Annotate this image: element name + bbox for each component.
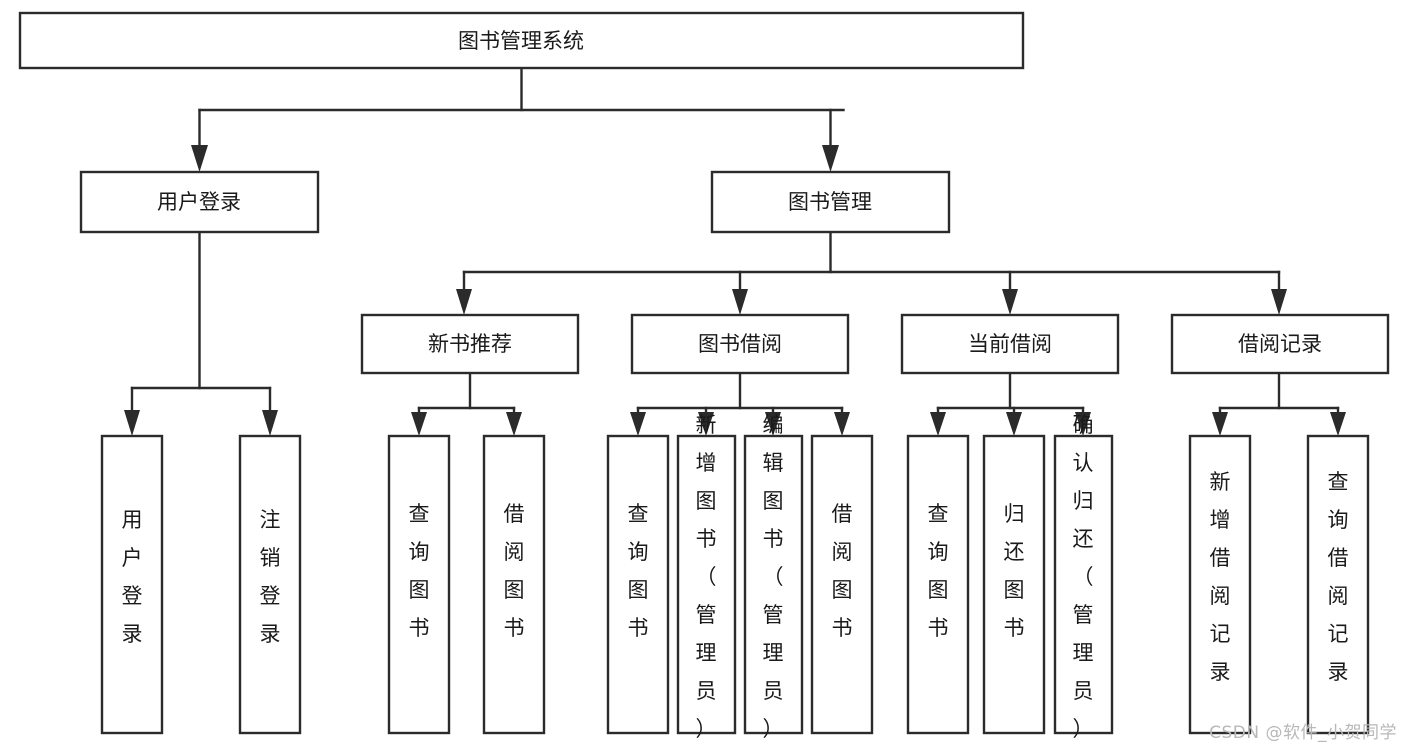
leaf-query-record-box[interactable] [1306, 434, 1370, 735]
root-label: 图书管理系统 [458, 29, 584, 53]
connector-group-new-book-recommend [411, 371, 522, 436]
node-root[interactable]: 图书管理系统 [18, 11, 1025, 70]
current-borrow-box[interactable] [900, 313, 1120, 375]
node-book-borrow[interactable]: 图书借阅 [630, 313, 850, 375]
leaf-query-book-3-box[interactable] [906, 434, 970, 735]
current-borrow-label: 当前借阅 [968, 332, 1052, 356]
user-login-label: 用户登录 [157, 190, 241, 214]
book-manage-box[interactable] [710, 170, 951, 234]
node-leaf-query-record[interactable]: 查询借阅记录 [1306, 434, 1370, 735]
leaf-query-book-3-label: 查询图书 [928, 502, 949, 640]
leaf-borrow-book-1-label: 借阅图书 [504, 502, 525, 640]
root-box[interactable] [18, 11, 1025, 70]
node-borrow-record[interactable]: 借阅记录 [1170, 313, 1390, 375]
node-leaf-borrow-book-1[interactable]: 借阅图书 [482, 434, 546, 735]
arrowhead-leaf-query-book-1 [411, 412, 427, 436]
borrow-record-box[interactable] [1170, 313, 1390, 375]
node-current-borrow[interactable]: 当前借阅 [900, 313, 1120, 375]
arrowhead-leaf-query-book-2 [630, 412, 646, 436]
arrowhead-leaf-add-record [1212, 412, 1228, 436]
leaf-add-book-label: 新增图书（管理员） [696, 413, 717, 741]
leaf-nodes-group: 用户登录 注销登录 查询图书 借阅图书 查询图书 新增图书（管理员） [100, 413, 1370, 741]
arrowhead-borrow-record [1271, 289, 1287, 315]
node-leaf-edit-book[interactable]: 编辑图书（管理员） [743, 413, 804, 741]
connector-group-user-login [124, 230, 278, 436]
leaf-query-book-2-box[interactable] [606, 434, 670, 735]
node-user-login[interactable]: 用户登录 [79, 170, 320, 234]
arrowhead-leaf-edit-book [765, 412, 781, 436]
node-leaf-borrow-book-2[interactable]: 借阅图书 [810, 434, 874, 735]
arrowhead-leaf-query-record [1330, 412, 1346, 436]
arrowhead-leaf-user-logout [262, 410, 278, 436]
arrowhead-leaf-return-book [1006, 412, 1022, 436]
connector-group-borrow-record [1212, 371, 1346, 436]
leaf-edit-book-label: 编辑图书（管理员） [763, 413, 784, 741]
leaf-return-book-label: 归还图书 [1004, 502, 1025, 640]
leaf-borrow-book-2-label: 借阅图书 [832, 502, 853, 640]
book-borrow-box[interactable] [630, 313, 850, 375]
node-leaf-user-login[interactable]: 用户登录 [100, 434, 164, 735]
node-book-manage[interactable]: 图书管理 [710, 170, 951, 234]
leaf-confirm-return-label: 确认归还（管理员） [1073, 413, 1094, 741]
arrowhead-leaf-confirm-return [1075, 412, 1091, 436]
leaf-return-book-box[interactable] [982, 434, 1046, 735]
arrowhead-leaf-add-book [698, 412, 714, 436]
node-leaf-add-record[interactable]: 新增借阅记录 [1188, 434, 1252, 735]
node-leaf-add-book[interactable]: 新增图书（管理员） [676, 413, 737, 741]
node-leaf-confirm-return[interactable]: 确认归还（管理员） [1053, 413, 1114, 741]
arrowhead-book-manage [822, 145, 839, 172]
connector-group-book-borrow [630, 371, 850, 436]
node-leaf-user-logout[interactable]: 注销登录 [238, 434, 302, 735]
node-new-book-recommend[interactable]: 新书推荐 [360, 313, 580, 375]
leaf-add-record-label: 新增借阅记录 [1210, 470, 1231, 684]
connector-group-book-manage [456, 230, 1287, 315]
leaf-user-login-label: 用户登录 [122, 508, 143, 646]
arrowhead-new-book-recommend [456, 289, 472, 315]
book-borrow-label: 图书借阅 [698, 332, 782, 356]
arrowhead-user-login [191, 145, 208, 172]
leaf-add-record-box[interactable] [1188, 434, 1252, 735]
leaf-user-logout-box[interactable] [238, 434, 302, 735]
node-leaf-query-book-1[interactable]: 查询图书 [387, 434, 451, 735]
connector-group-root [191, 66, 845, 172]
user-login-box[interactable] [79, 170, 320, 234]
leaf-borrow-book-2-box[interactable] [810, 434, 874, 735]
arrowhead-book-borrow [732, 289, 748, 315]
leaf-query-book-1-box[interactable] [387, 434, 451, 735]
leaf-query-book-1-label: 查询图书 [409, 502, 430, 640]
leaf-edit-book-box[interactable] [743, 434, 804, 735]
new-book-recommend-label: 新书推荐 [428, 332, 512, 356]
borrow-record-label: 借阅记录 [1238, 332, 1322, 356]
new-book-recommend-box[interactable] [360, 313, 580, 375]
arrowhead-current-borrow [1002, 289, 1018, 315]
leaf-add-book-box[interactable] [676, 434, 737, 735]
leaf-user-login-box[interactable] [100, 434, 164, 735]
arrowhead-leaf-borrow-book-2 [834, 412, 850, 436]
connector-group-current-borrow [930, 371, 1091, 436]
arrowhead-leaf-borrow-book-1 [506, 412, 522, 436]
leaf-query-record-label: 查询借阅记录 [1328, 470, 1349, 684]
leaf-query-book-2-label: 查询图书 [628, 502, 649, 640]
arrowhead-leaf-query-book-3 [930, 412, 946, 436]
arrowhead-leaf-user-login [124, 410, 140, 436]
leaf-confirm-return-box[interactable] [1053, 434, 1114, 735]
leaf-borrow-book-1-box[interactable] [482, 434, 546, 735]
node-leaf-query-book-3[interactable]: 查询图书 [906, 434, 970, 735]
node-leaf-return-book[interactable]: 归还图书 [982, 434, 1046, 735]
book-manage-label: 图书管理 [788, 190, 872, 214]
node-leaf-query-book-2[interactable]: 查询图书 [606, 434, 670, 735]
leaf-user-logout-label: 注销登录 [260, 508, 281, 646]
